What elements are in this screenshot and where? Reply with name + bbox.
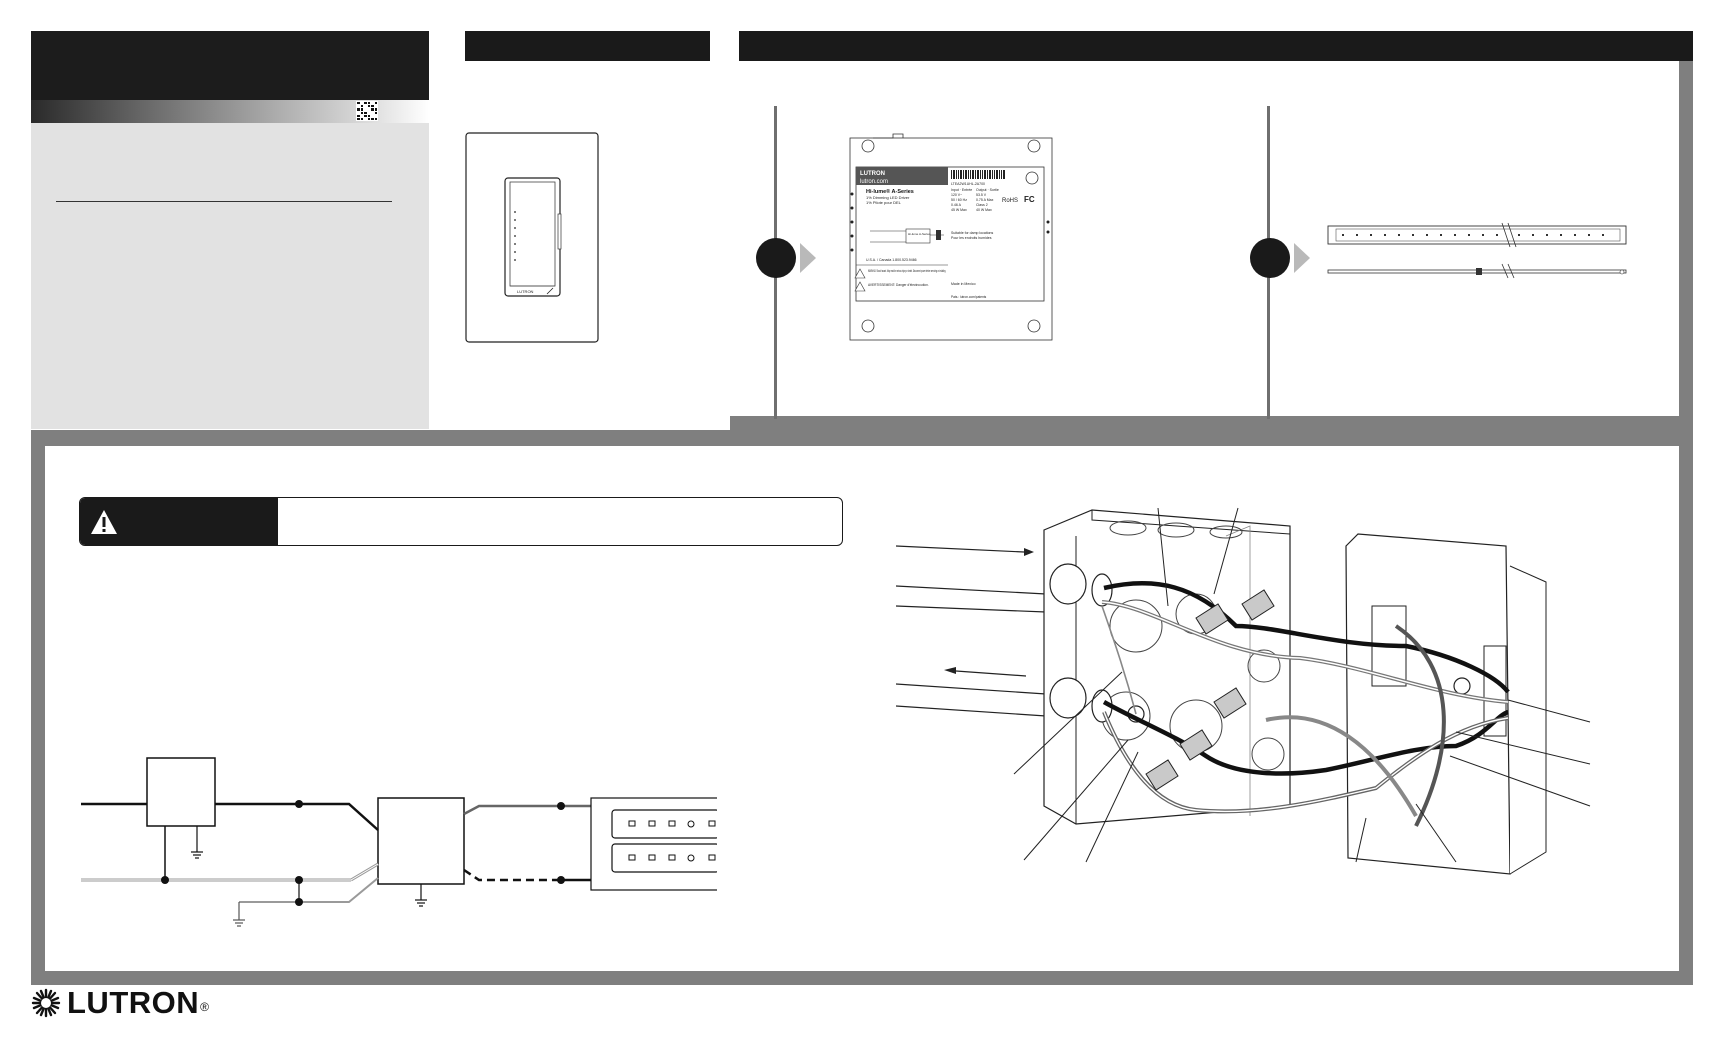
- driver-output-spec: 53.5 V: [976, 193, 987, 197]
- driver-input-spec: 50 / 60 Hz: [951, 198, 967, 202]
- driver-patents-text: Pats.: lutron.com/patents: [951, 295, 987, 299]
- step-badge-1: [756, 238, 796, 278]
- driver-site-text: lutron.com: [860, 179, 888, 185]
- section-header-driver-fixture: [739, 31, 1693, 61]
- schematic-driver-box: [377, 797, 465, 885]
- driver-input-spec: 120 V~: [951, 193, 962, 197]
- registered-mark: ®: [200, 1000, 209, 1014]
- driver-made-in-text: Made in Mexico: [951, 282, 976, 286]
- driver-output-head: Output · Sortie: [976, 188, 999, 192]
- driver-control-text: Hi-lume A-Series: [908, 232, 931, 236]
- lutron-wordmark: LUTRON: [67, 985, 200, 1020]
- driver-warning-fr: AVERTISSEMENT: Danger d'électrocution.: [868, 283, 929, 287]
- qr-code-icon: [356, 101, 378, 121]
- step-arrow-2-icon: [1294, 243, 1310, 273]
- lutron-sunburst-icon: [31, 988, 61, 1018]
- section-header-control: [465, 31, 710, 61]
- label-warning-fr-icon: [854, 281, 866, 292]
- driver-us-canada-text: U.S.A. / Canada 1.800.523.9466: [866, 258, 917, 262]
- driver-product-text: Hi-lume® A-Series: [866, 188, 914, 195]
- step-arrow-1-icon: [800, 243, 816, 273]
- warning-label-block: [80, 498, 278, 545]
- info-divider: [56, 201, 392, 202]
- driver-output-spec: Class 2: [976, 203, 988, 207]
- dimmer-illustration: LUTRON: [465, 132, 599, 343]
- driver-warning-en: WARNING: Shock hazard. May result in ser…: [868, 269, 946, 273]
- fc-mark: FC: [1024, 195, 1035, 204]
- schematic-dimmer-box: [146, 757, 216, 827]
- driver-brand-text: LUTRON: [860, 171, 885, 177]
- wiring-schematic: [81, 757, 789, 927]
- driver-damp-text: Suitable for damp locations: [951, 231, 993, 235]
- driver-input-head: Input · Entrée: [951, 188, 972, 192]
- driver-output-spec: 0.75 A Max: [976, 198, 994, 202]
- driver-desc-fr-text: 1% Pilote pour DEL: [866, 200, 902, 205]
- info-panel: [31, 123, 429, 429]
- lutron-logo: LUTRON ®: [31, 985, 209, 1020]
- gradient-bar: [31, 100, 429, 123]
- driver-input-spec: 45 W Max: [951, 208, 967, 212]
- junction-box-illustration: [896, 507, 1591, 875]
- rohs-mark: RoHS: [1002, 198, 1018, 204]
- title-block: [31, 31, 429, 100]
- warning-banner: [79, 497, 843, 546]
- driver-model-text: LTEA2W1UHL-2A700: [951, 182, 985, 186]
- label-warning-icon: [854, 268, 866, 279]
- warning-triangle-icon: [91, 510, 117, 534]
- driver-desc-en-text: 1% Dimming LED Driver: [866, 195, 910, 200]
- driver-input-spec: 0.46 A: [951, 203, 962, 207]
- led-driver-illustration: LUTRON lutron.com Hi-lume® A-Series 1% D…: [849, 133, 1053, 341]
- driver-output-spec: 40 W Max: [976, 208, 992, 212]
- driver-damp-fr-text: Pour les endroits humides: [951, 236, 992, 240]
- led-fixture-illustration: [1327, 222, 1627, 279]
- ul-mark-icon: [1025, 171, 1039, 185]
- step-badge-2: [1250, 238, 1290, 278]
- dimmer-brand-text: LUTRON: [517, 289, 534, 294]
